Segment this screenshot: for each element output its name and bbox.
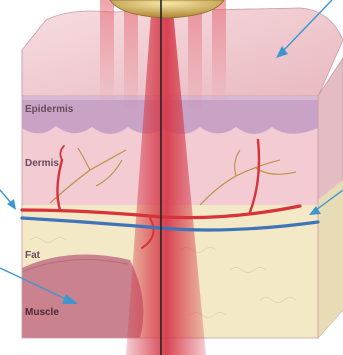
dermis-label: Dermis: [25, 158, 59, 169]
fat-label: Fat: [25, 250, 40, 261]
muscle-layer: [22, 255, 143, 338]
skin-surface-top: [22, 8, 343, 96]
epidermis-label: Epidermis: [25, 104, 73, 115]
muscle-label: Muscle: [25, 307, 59, 318]
